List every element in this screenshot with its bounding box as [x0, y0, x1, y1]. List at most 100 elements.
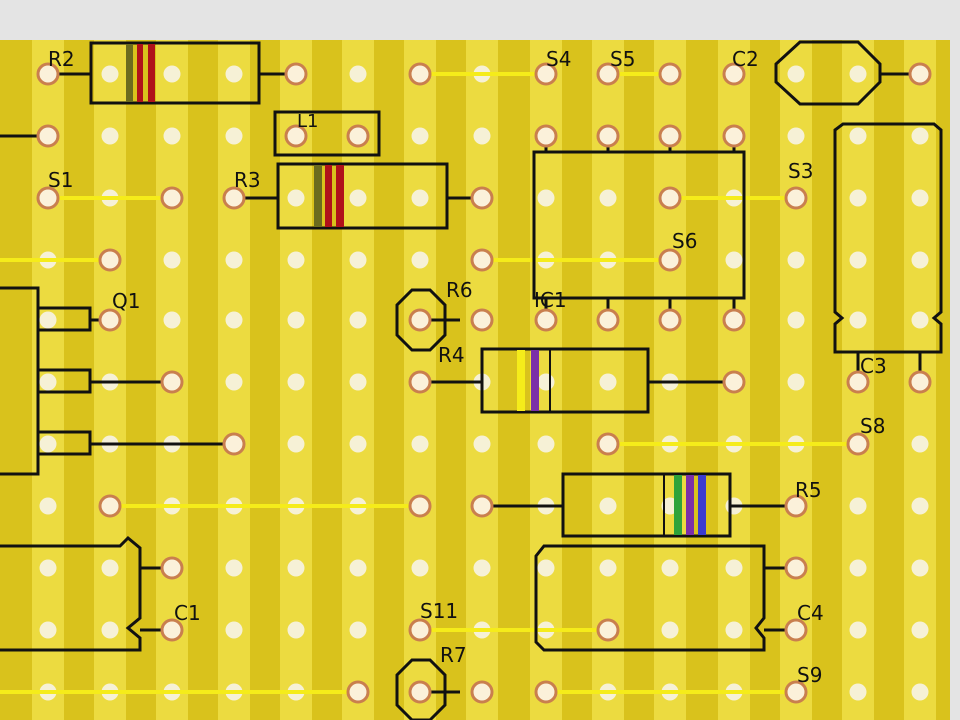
board-hole — [787, 127, 805, 145]
solder-pad — [534, 680, 558, 704]
label-s6: S6 — [672, 229, 697, 253]
resistor-r2[interactable]: R2 — [48, 41, 261, 105]
transistor-q1[interactable]: Q1 — [0, 286, 140, 476]
solder-pad — [470, 308, 494, 332]
trimmer-r7[interactable]: R7 — [395, 643, 467, 720]
board-hole — [411, 189, 429, 207]
board-hole — [849, 683, 867, 701]
solder-pad — [534, 124, 558, 148]
board-hole — [849, 127, 867, 145]
solder-pad — [596, 308, 620, 332]
solder-pad — [534, 308, 558, 332]
board-hole — [849, 251, 867, 269]
board-hole — [349, 65, 367, 83]
board-hole — [39, 621, 57, 639]
solder-pad — [408, 618, 432, 642]
board-hole — [599, 497, 617, 515]
solder-pad — [658, 62, 682, 86]
solder-pad — [722, 370, 746, 394]
solder-pad — [470, 186, 494, 210]
label-s8: S8 — [860, 414, 885, 438]
capacitor-c3[interactable]: C3 — [833, 122, 943, 378]
solder-pad — [908, 62, 932, 86]
r4-band-1 — [517, 350, 525, 411]
solder-pad — [98, 494, 122, 518]
board-hole — [473, 127, 491, 145]
solder-pad — [658, 308, 682, 332]
board-hole — [349, 373, 367, 391]
board-hole — [787, 65, 805, 83]
board-hole — [39, 373, 57, 391]
board-hole — [225, 65, 243, 83]
board-hole — [287, 559, 305, 577]
label-r7: R7 — [440, 643, 467, 667]
solder-pad — [722, 124, 746, 148]
resistor-r5[interactable]: R5 — [561, 472, 822, 538]
solder-pad — [36, 186, 60, 210]
board-hole — [599, 189, 617, 207]
solder-pad — [470, 248, 494, 272]
solder-pad — [346, 680, 370, 704]
r3-band-2 — [325, 165, 332, 227]
label-l1: L1 — [297, 111, 318, 132]
solder-pad — [408, 370, 432, 394]
r2-band-2 — [137, 44, 143, 102]
board-hole — [39, 559, 57, 577]
r5-band-1 — [674, 475, 682, 535]
board-hole — [911, 559, 929, 577]
label-r4: R4 — [438, 343, 465, 367]
board-hole — [225, 559, 243, 577]
board-hole — [287, 373, 305, 391]
trimmer-r6[interactable]: R6 — [395, 278, 473, 352]
solder-pad — [222, 186, 246, 210]
solder-pad — [408, 62, 432, 86]
board-hole — [661, 559, 679, 577]
resistor-r3[interactable]: R3 — [234, 162, 449, 230]
inductor-l1[interactable]: L1 — [273, 110, 381, 157]
board-hole — [101, 127, 119, 145]
board-hole — [661, 621, 679, 639]
capacitor-c1[interactable]: C1 — [0, 535, 201, 652]
capacitor-c4[interactable]: C4 — [534, 544, 824, 652]
solder-pad — [36, 124, 60, 148]
solder-pad — [534, 62, 558, 86]
solder-pad — [784, 494, 808, 518]
label-r6: R6 — [446, 278, 473, 302]
solder-pad — [784, 186, 808, 210]
board-hole — [287, 621, 305, 639]
solder-pad — [284, 124, 308, 148]
capacitor-c2[interactable]: C2 — [732, 40, 882, 106]
solder-pad — [160, 186, 184, 210]
board-hole — [225, 311, 243, 329]
solder-pad — [284, 62, 308, 86]
board-hole — [911, 311, 929, 329]
board-hole — [225, 373, 243, 391]
board-hole — [725, 621, 743, 639]
board-hole — [849, 621, 867, 639]
label-s1: S1 — [48, 168, 73, 192]
solder-pad — [596, 432, 620, 456]
board-hole — [787, 373, 805, 391]
label-r5: R5 — [795, 478, 822, 502]
board-hole — [537, 373, 555, 391]
board-hole — [473, 559, 491, 577]
board-hole — [787, 251, 805, 269]
board-hole — [849, 65, 867, 83]
solder-pad — [98, 248, 122, 272]
solder-pad — [658, 186, 682, 210]
label-s9: S9 — [797, 663, 822, 687]
r3-band-3 — [336, 165, 344, 227]
resistor-r4[interactable]: R4 — [438, 343, 650, 414]
label-s5: S5 — [610, 47, 635, 71]
solder-pad — [470, 680, 494, 704]
ic-ic1[interactable]: IC1 — [532, 150, 746, 312]
board-hole — [349, 559, 367, 577]
board-hole — [163, 65, 181, 83]
board-hole — [39, 435, 57, 453]
r2-band-1 — [126, 44, 133, 102]
board-hole — [101, 621, 119, 639]
board-hole — [287, 311, 305, 329]
solder-pad — [98, 308, 122, 332]
r2-band-3 — [148, 44, 155, 102]
r5-band-3 — [698, 475, 706, 535]
